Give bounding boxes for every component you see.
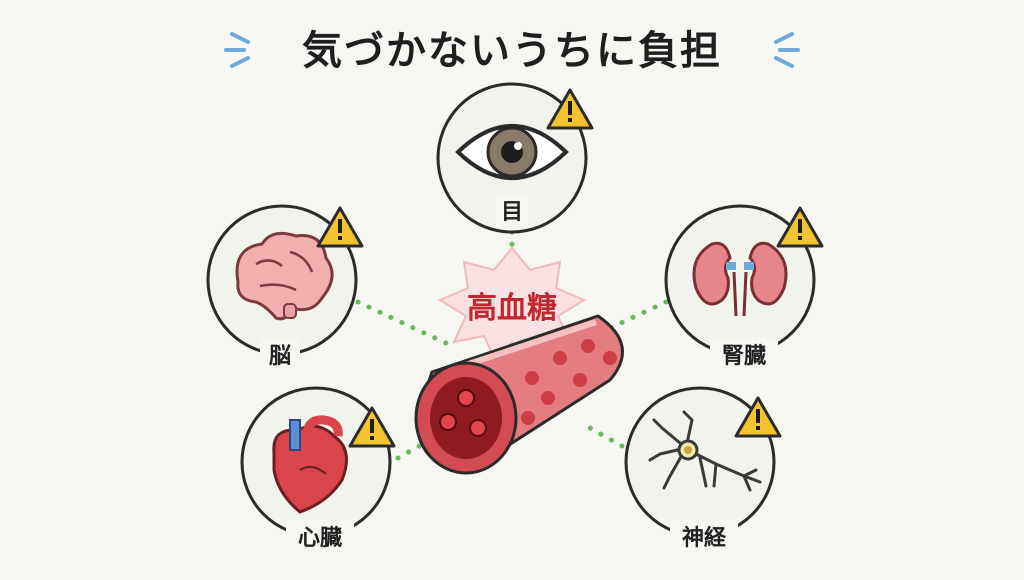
organ-node-heart bbox=[240, 386, 392, 538]
heart-icon bbox=[272, 415, 348, 514]
label-kidney: 腎臓 bbox=[710, 338, 778, 370]
organ-node-nerve bbox=[624, 386, 776, 538]
warning-icon-heart bbox=[348, 406, 396, 448]
eye-icon bbox=[455, 124, 569, 180]
label-brain: 脳 bbox=[260, 338, 300, 370]
title-right-dashes bbox=[774, 32, 800, 68]
center-label: 高血糖 bbox=[467, 291, 557, 326]
connector-lines bbox=[355, 229, 669, 461]
title-left-dashes bbox=[224, 32, 250, 68]
label-nerve: 神経 bbox=[670, 520, 738, 552]
warning-icon-nerve bbox=[734, 396, 782, 438]
brain-icon bbox=[235, 231, 334, 321]
label-heart: 心臓 bbox=[286, 520, 354, 552]
blood-vessel bbox=[414, 314, 624, 475]
page-title: 気づかないうちに負担 bbox=[302, 28, 722, 74]
connector-kidney bbox=[607, 299, 669, 331]
connector-nerve bbox=[587, 425, 625, 449]
warning-icon-eye bbox=[546, 88, 594, 130]
neuron-icon bbox=[648, 410, 762, 492]
warning-icon-brain bbox=[316, 206, 364, 248]
kidney-icon bbox=[692, 241, 788, 317]
connector-brain bbox=[355, 299, 451, 347]
warning-icon-kidney bbox=[776, 206, 824, 248]
label-eye: 目 bbox=[496, 194, 528, 226]
organ-node-eye bbox=[436, 82, 588, 234]
